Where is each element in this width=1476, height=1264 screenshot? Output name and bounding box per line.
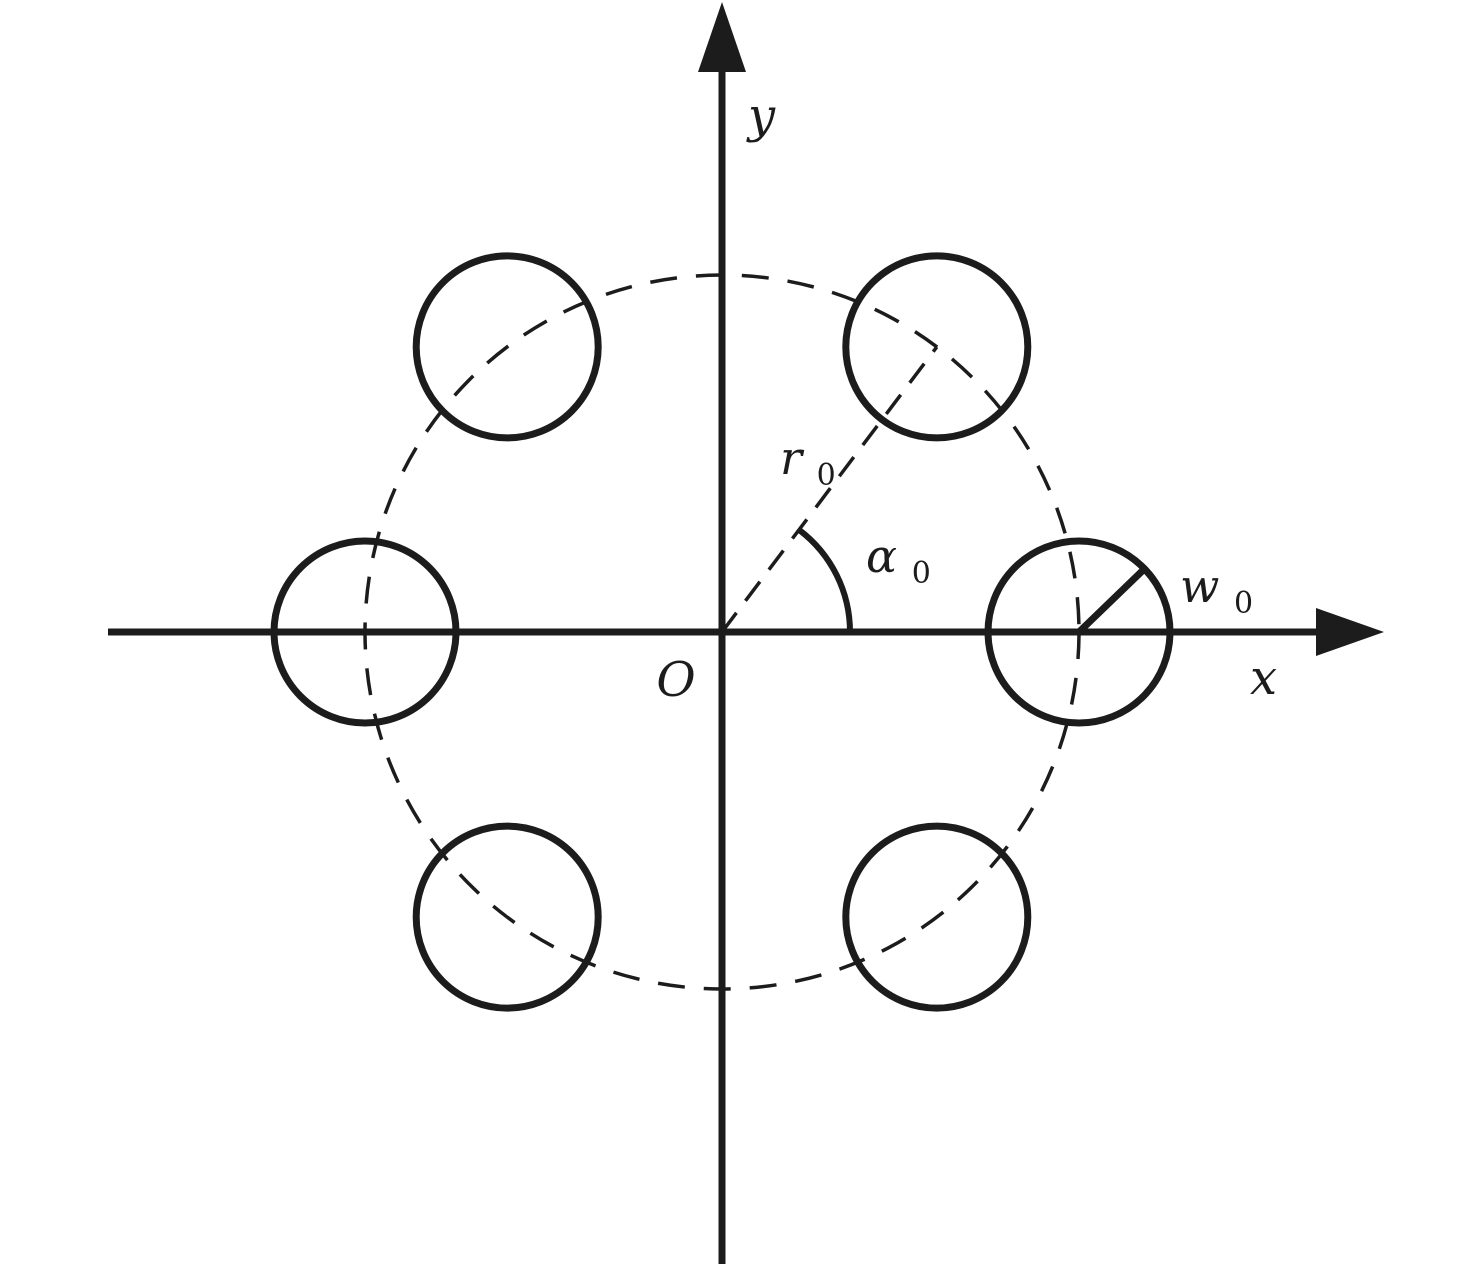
beam-radius-label-sub: 0 [1234,586,1253,621]
x-axis-arrowhead [1316,608,1384,656]
alpha-angle-label-base: α [866,529,897,583]
w0-radius-line [1075,565,1148,636]
alpha-angle-arc [797,527,853,633]
radius-line-r0 [720,345,939,634]
alpha-angle-label: α 0 [866,529,931,591]
beamlet-circles [270,252,1174,1012]
beamlet-circle [412,252,602,442]
y-axis-label: y [746,88,776,144]
beamlet-circle [412,822,602,1012]
beamlet-circle [270,537,460,727]
beamlet-circle [984,537,1174,727]
x-axis-label: x [1250,650,1277,706]
ring-radius-label-base: r [780,431,805,485]
ring-radius-label: r 0 [780,431,836,493]
beam-radius-label: w 0 [1180,559,1253,621]
beam-radius-label-base: w [1180,559,1219,613]
beamlet-circle [842,252,1032,442]
beamlet-circle [842,822,1032,1012]
y-axis-arrowhead [698,2,746,72]
ring-radius-label-sub: 0 [817,458,836,493]
alpha-angle-label-sub: 0 [912,556,931,591]
origin-label: O [656,652,695,708]
